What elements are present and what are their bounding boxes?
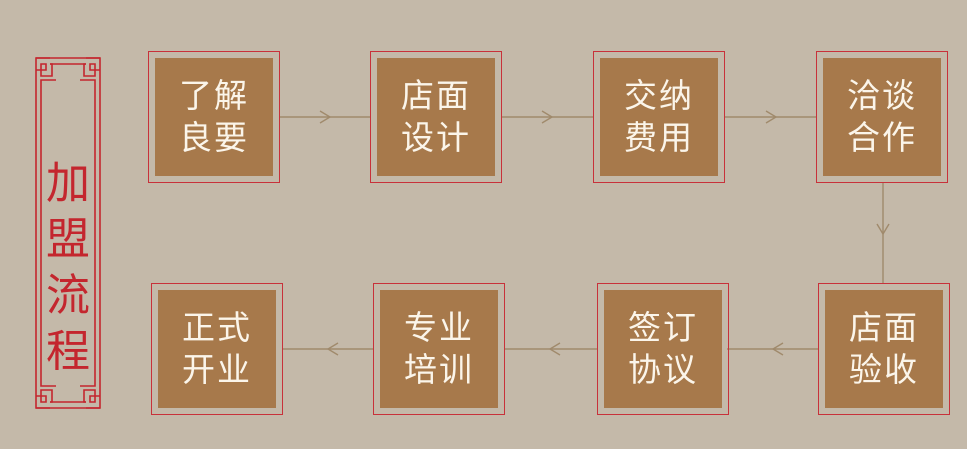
step-box: 专业 培训 <box>380 290 498 408</box>
step-box: 洽谈 合作 <box>823 58 941 176</box>
title-char: 流 <box>46 270 90 321</box>
step-label-line2: 良要 <box>179 118 249 157</box>
step-label-line2: 合作 <box>847 118 917 157</box>
arrow-right-icon <box>765 110 778 124</box>
step-2: 店面 设计 <box>370 51 502 183</box>
arrow-left-icon <box>326 342 339 356</box>
step-7: 专业 培训 <box>373 283 505 415</box>
step-label-line1: 签订 <box>628 308 698 347</box>
step-box: 交纳 费用 <box>600 58 718 176</box>
step-5: 店面 验收 <box>818 283 950 415</box>
step-1: 了解 良要 <box>148 51 280 183</box>
arrow-left-icon <box>548 342 561 356</box>
title-char: 盟 <box>46 214 90 265</box>
step-3: 交纳 费用 <box>593 51 725 183</box>
step-box: 店面 验收 <box>825 290 943 408</box>
step-box: 正式 开业 <box>158 290 276 408</box>
step-label-line1: 洽谈 <box>847 76 917 115</box>
title-char: 加 <box>46 158 90 209</box>
step-label-line2: 培训 <box>404 350 474 389</box>
title-char: 程 <box>46 326 90 377</box>
step-label-line1: 了解 <box>179 76 249 115</box>
title-panel: 加 盟 流 程 <box>30 52 106 414</box>
step-label-line2: 协议 <box>628 350 698 389</box>
step-4: 洽谈 合作 <box>816 51 948 183</box>
arrow-left-icon <box>771 342 784 356</box>
step-label-line1: 正式 <box>182 308 252 347</box>
step-label-line2: 设计 <box>401 118 471 157</box>
fretwork-frame-icon <box>35 57 101 409</box>
step-label-line2: 费用 <box>624 118 694 157</box>
step-box: 签订 协议 <box>604 290 722 408</box>
step-6: 签订 协议 <box>597 283 729 415</box>
step-label-line1: 店面 <box>401 76 471 115</box>
step-label-line2: 开业 <box>182 350 252 389</box>
arrow-right-icon <box>319 110 332 124</box>
step-label-line1: 专业 <box>404 308 474 347</box>
step-8: 正式 开业 <box>151 283 283 415</box>
step-label-line2: 验收 <box>849 350 919 389</box>
step-label-line1: 店面 <box>849 308 919 347</box>
arrow-down-icon <box>876 223 890 236</box>
title-vertical: 加 盟 流 程 <box>30 156 106 380</box>
step-box: 了解 良要 <box>155 58 273 176</box>
step-box: 店面 设计 <box>377 58 495 176</box>
step-label-line1: 交纳 <box>624 76 694 115</box>
arrow-right-icon <box>541 110 554 124</box>
